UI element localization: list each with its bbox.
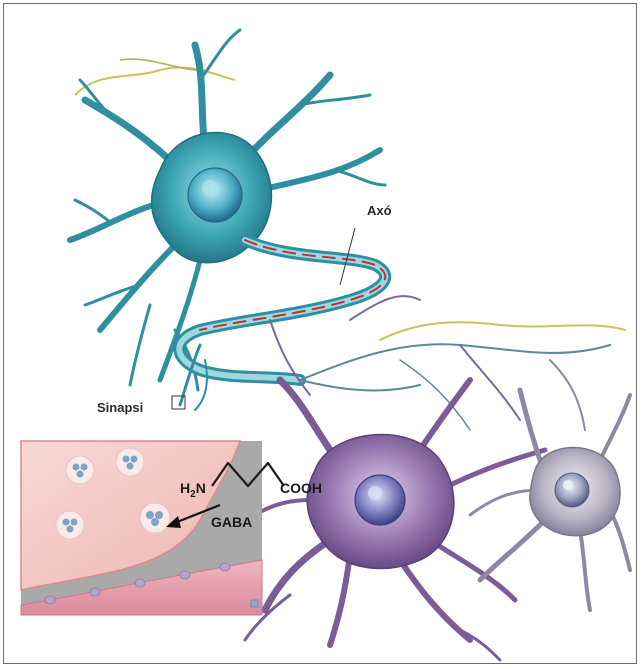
neuron-left (70, 30, 385, 390)
neuron-middle (240, 380, 545, 660)
gaba-label: GABA (211, 514, 252, 530)
vesicle (56, 511, 84, 539)
vesicle (116, 448, 144, 476)
vesicle (140, 503, 170, 533)
vesicle (66, 456, 94, 484)
acid-group: COOH (280, 480, 322, 496)
corner-mark-icon (251, 600, 258, 607)
axon-label: Axó (367, 203, 392, 218)
synapse-label: Sinapsi (97, 400, 143, 415)
neuron-right (470, 390, 630, 610)
